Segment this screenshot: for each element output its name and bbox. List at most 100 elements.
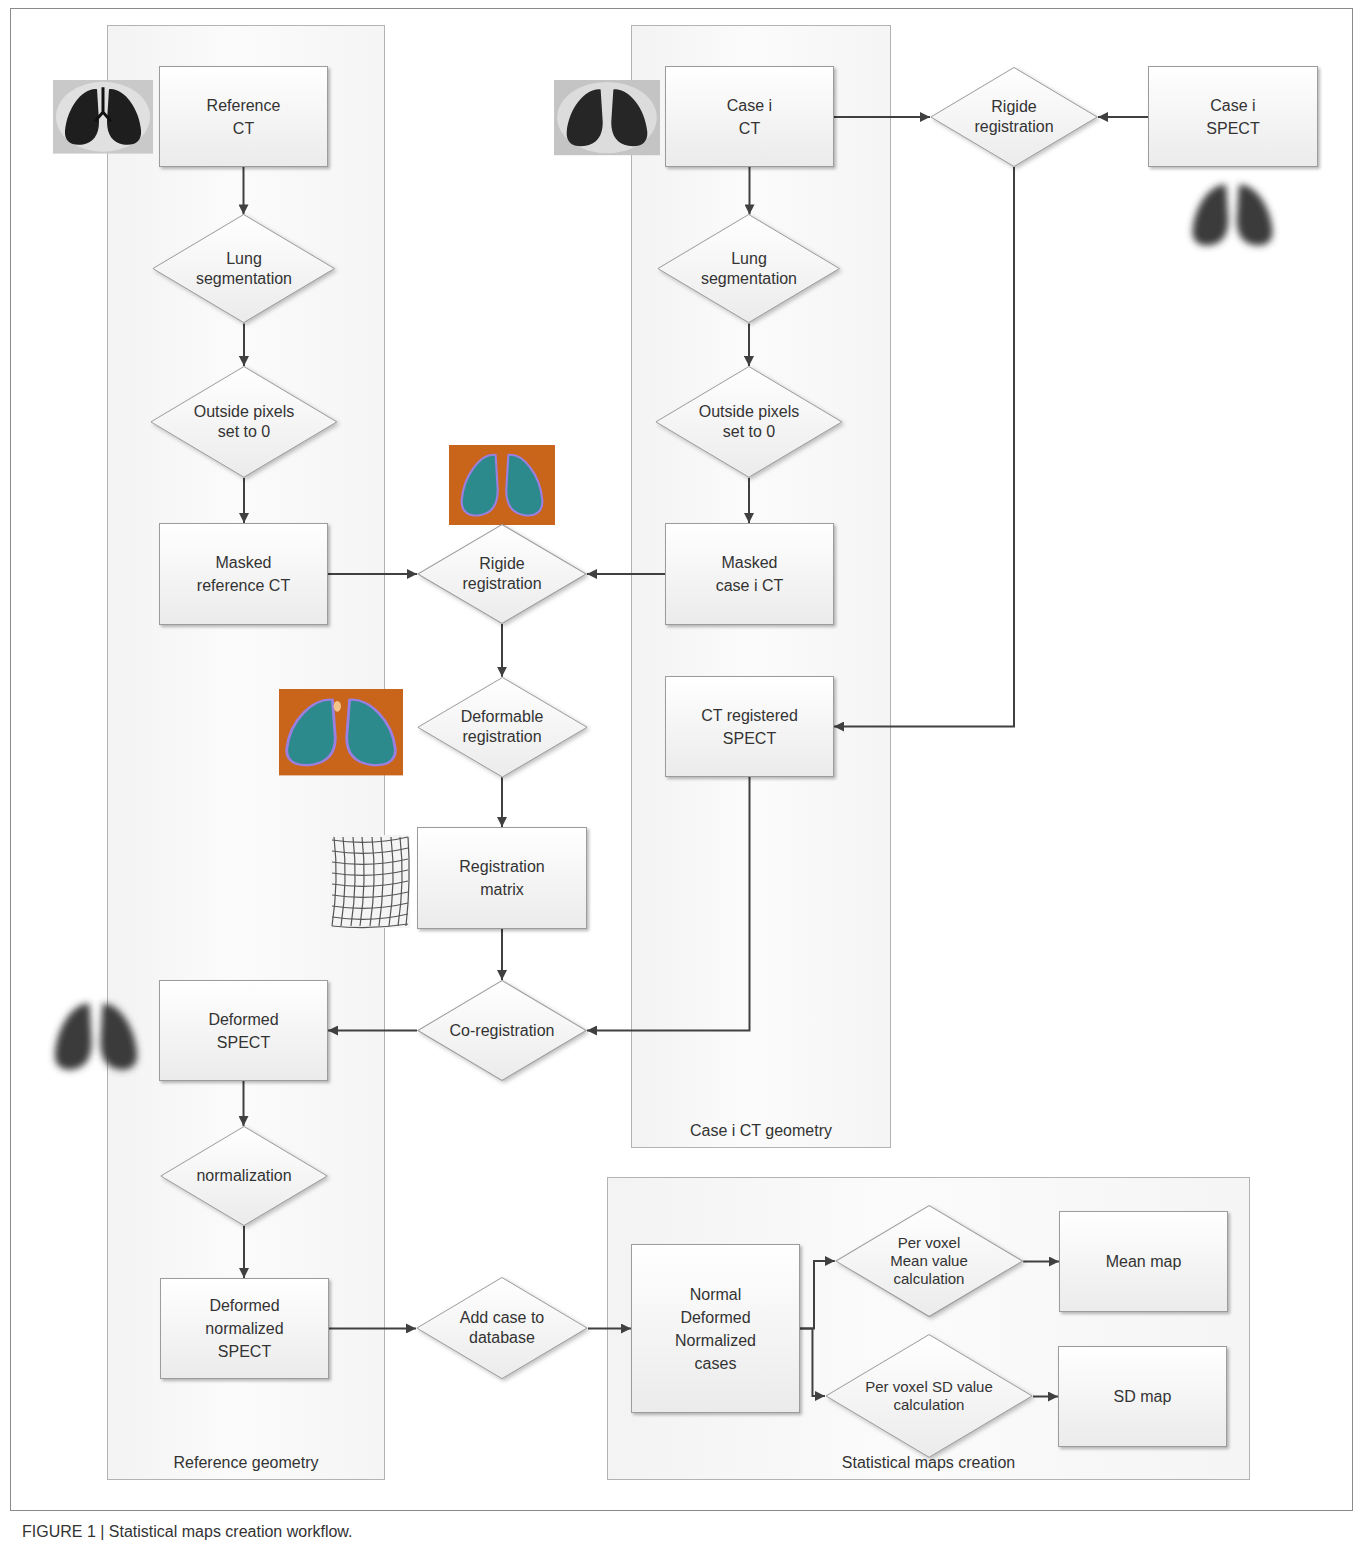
diamond-shape	[658, 215, 839, 323]
flow-arrow	[501, 929, 503, 980]
overlay-lungs	[287, 700, 396, 765]
decision-diamond: Deformable registration	[417, 677, 588, 778]
flow-arrow	[1033, 1396, 1058, 1398]
diamond-shape	[826, 1335, 1032, 1458]
flow-arrow	[748, 324, 750, 367]
flow-arrow	[587, 777, 750, 1031]
overlay-spot	[334, 701, 341, 712]
decision-diamond: Rigide registration	[417, 524, 587, 624]
node-label: Reference CT	[204, 94, 284, 140]
grid-line	[370, 837, 374, 926]
node-label: Masked case i CT	[710, 551, 790, 597]
decision-diamond: Lung segmentation	[152, 214, 335, 323]
flow-arrow	[501, 777, 503, 827]
decision-diamond: Co-registration	[417, 980, 587, 1081]
grid-line	[332, 837, 336, 926]
figure-frame	[11, 9, 1353, 1511]
decision-diamond: Outside pixels set to 0	[655, 366, 843, 478]
flow-arrow	[748, 478, 750, 523]
node-label: Rigide registration	[452, 554, 552, 594]
flow-arrow	[834, 167, 1014, 727]
node-label: Per voxel Mean value calculation	[883, 1234, 975, 1288]
grid-line	[332, 848, 408, 853]
grid-line	[332, 914, 408, 919]
flow-arrow	[800, 1261, 835, 1329]
diamond-outline	[416, 1277, 588, 1379]
band-label: Statistical maps creation	[842, 1453, 1015, 1479]
diamond-outline	[417, 677, 588, 778]
flow-arrow	[243, 324, 245, 367]
ct-background	[554, 80, 660, 155]
process-box: CT registered SPECT	[665, 676, 834, 777]
flow-arrow	[243, 1081, 245, 1126]
decision-diamond: Lung segmentation	[657, 214, 840, 323]
flow-arrow	[800, 1329, 825, 1396]
node-label: Outside pixels set to 0	[689, 402, 809, 442]
spect-lungs	[55, 1004, 137, 1070]
process-box: Registration matrix	[417, 827, 587, 929]
grid-line	[332, 881, 408, 886]
ct-body	[557, 82, 657, 153]
node-label: Normal Deformed Normalized cases	[666, 1283, 766, 1375]
diamond-outline	[152, 214, 335, 323]
node-label: Co-registration	[450, 1021, 555, 1041]
process-box: Masked case i CT	[665, 523, 834, 625]
grid-line	[379, 837, 383, 926]
process-box: Mean map	[1059, 1211, 1228, 1312]
diamond-outline	[657, 214, 840, 323]
decision-diamond: Per voxel Mean value calculation	[835, 1205, 1023, 1317]
grid-line	[332, 870, 408, 875]
process-box: Case i CT	[665, 66, 834, 167]
decision-diamond: Rigide registration	[930, 67, 1098, 167]
flow-arrow	[834, 116, 930, 118]
flow-arrow	[329, 1327, 416, 1329]
decision-diamond: Outside pixels set to 0	[150, 366, 338, 478]
overlay-lungs	[462, 455, 543, 516]
process-box: Masked reference CT	[159, 523, 328, 625]
node-label: Add case to database	[452, 1308, 552, 1348]
flow-arrow	[501, 624, 503, 677]
grid-line	[406, 837, 409, 926]
process-box: Case i SPECT	[1148, 66, 1318, 167]
ct-thumbnail	[53, 80, 153, 154]
node-label: Registration matrix	[452, 855, 552, 901]
flow-arrow	[1098, 116, 1148, 118]
diamond-outline	[930, 67, 1098, 167]
grid-line	[332, 859, 408, 864]
overlay-background	[449, 445, 555, 525]
diamond-shape	[418, 981, 586, 1081]
node-label: Deformed SPECT	[204, 1008, 284, 1054]
node-label: Case i SPECT	[1203, 94, 1263, 140]
grid-line	[398, 837, 402, 926]
node-label: CT registered SPECT	[695, 704, 805, 750]
flow-arrow	[749, 167, 751, 214]
process-box: Normal Deformed Normalized cases	[631, 1244, 800, 1413]
node-label: Rigide registration	[964, 97, 1064, 137]
grid-line	[341, 837, 345, 926]
ct-thumbnail	[554, 80, 660, 155]
registration-overlay	[449, 445, 555, 525]
decision-diamond: Add case to database	[416, 1277, 588, 1379]
node-label: Case i CT	[720, 94, 780, 140]
flow-arrow	[243, 478, 245, 523]
ct-lungs	[567, 89, 648, 146]
diamond-shape	[417, 1278, 587, 1379]
diamond-outline	[655, 366, 843, 478]
diamond-shape	[656, 367, 842, 478]
process-box: SD map	[1058, 1346, 1227, 1447]
diamond-shape	[153, 215, 334, 323]
diamond-shape	[417, 677, 586, 777]
node-label: Deformable registration	[452, 707, 552, 747]
diamond-outline	[417, 524, 587, 624]
node-label: Outside pixels set to 0	[184, 402, 304, 442]
process-box: Deformed normalized SPECT	[160, 1278, 329, 1379]
node-label: Deformed normalized SPECT	[200, 1294, 290, 1363]
band-label: Case i CT geometry	[690, 1121, 832, 1147]
spect-lungs	[1193, 185, 1273, 246]
grid-line	[351, 837, 355, 926]
diamond-shape	[418, 525, 586, 624]
process-box: Deformed SPECT	[159, 980, 328, 1081]
node-label: normalization	[196, 1166, 291, 1186]
figure-caption: FIGURE 1 | Statistical maps creation wor…	[22, 1522, 352, 1542]
grid-line	[332, 892, 408, 897]
